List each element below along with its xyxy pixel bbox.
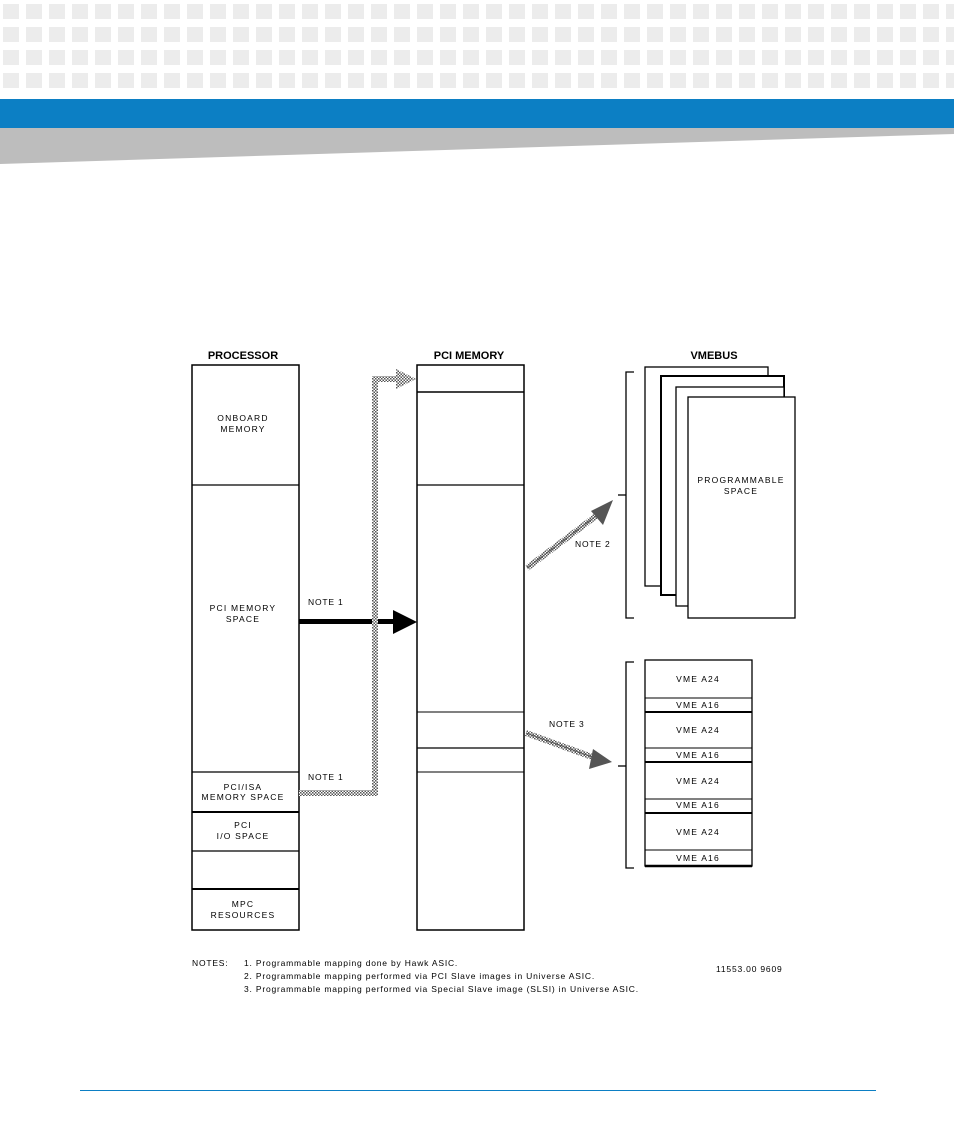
pci-io-space-label-line1: PCI <box>234 820 252 830</box>
processor-column <box>191 364 300 931</box>
vme-region-a16-2: VME A16 <box>676 750 720 760</box>
vme-region-a16-3: VME A16 <box>676 800 720 810</box>
onboard-memory-label-line2: MEMORY <box>220 424 265 434</box>
note3-arrow <box>524 730 612 769</box>
note3-label: NOTE 3 <box>549 719 585 729</box>
header-gray-wedge <box>0 128 954 164</box>
note-item-1: 1. Programmable mapping done by Hawk ASI… <box>244 958 458 968</box>
pci-isa-memory-space-label-line1: PCI/ISA <box>224 782 263 792</box>
header-pattern <box>0 0 954 94</box>
mpc-resources-label-line2: RESOURCES <box>211 910 276 920</box>
vme-region-a16-1: VME A16 <box>676 700 720 710</box>
vme-region-stack <box>618 659 753 869</box>
notes-heading: NOTES: <box>192 958 228 968</box>
note1-lower-label: NOTE 1 <box>308 772 344 782</box>
header-blue-band <box>0 99 954 128</box>
footer-rule <box>80 1090 876 1091</box>
vme-region-a16-4: VME A16 <box>676 853 720 863</box>
vme-region-a24-3: VME A24 <box>676 776 720 786</box>
programmable-space-label-line1: PROGRAMMABLE <box>697 475 784 485</box>
note1-solid-arrow <box>299 610 417 634</box>
note1-dotted-path <box>299 369 416 796</box>
onboard-memory-label-line1: ONBOARD <box>217 413 268 423</box>
vmebus-programmable-pages <box>618 366 796 619</box>
note-item-3: 3. Programmable mapping performed via Sp… <box>244 984 639 994</box>
processor-title: PROCESSOR <box>208 350 278 362</box>
vme-region-a24-1: VME A24 <box>676 674 720 684</box>
pci-memory-title: PCI MEMORY <box>434 350 505 362</box>
pci-io-space-label-line2: I/O SPACE <box>217 831 270 841</box>
vme-region-a24-4: VME A24 <box>676 827 720 837</box>
figure-id: 11553.00 9609 <box>716 964 783 974</box>
pci-memory-space-label-line1: PCI MEMORY <box>210 603 277 613</box>
vme-region-a24-2: VME A24 <box>676 725 720 735</box>
mpc-resources-label-line1: MPC <box>232 899 255 909</box>
note2-arrow <box>525 500 613 571</box>
pci-isa-memory-space-label-line2: MEMORY SPACE <box>202 792 285 802</box>
note-item-2: 2. Programmable mapping performed via PC… <box>244 971 595 981</box>
vmebus-title: VMEBUS <box>690 350 737 362</box>
pci-memory-space-label-line2: SPACE <box>226 614 260 624</box>
note2-label: NOTE 2 <box>575 539 611 549</box>
pci-memory-column <box>416 364 525 931</box>
note1-upper-label: NOTE 1 <box>308 597 344 607</box>
programmable-space-label-line2: SPACE <box>724 486 758 496</box>
